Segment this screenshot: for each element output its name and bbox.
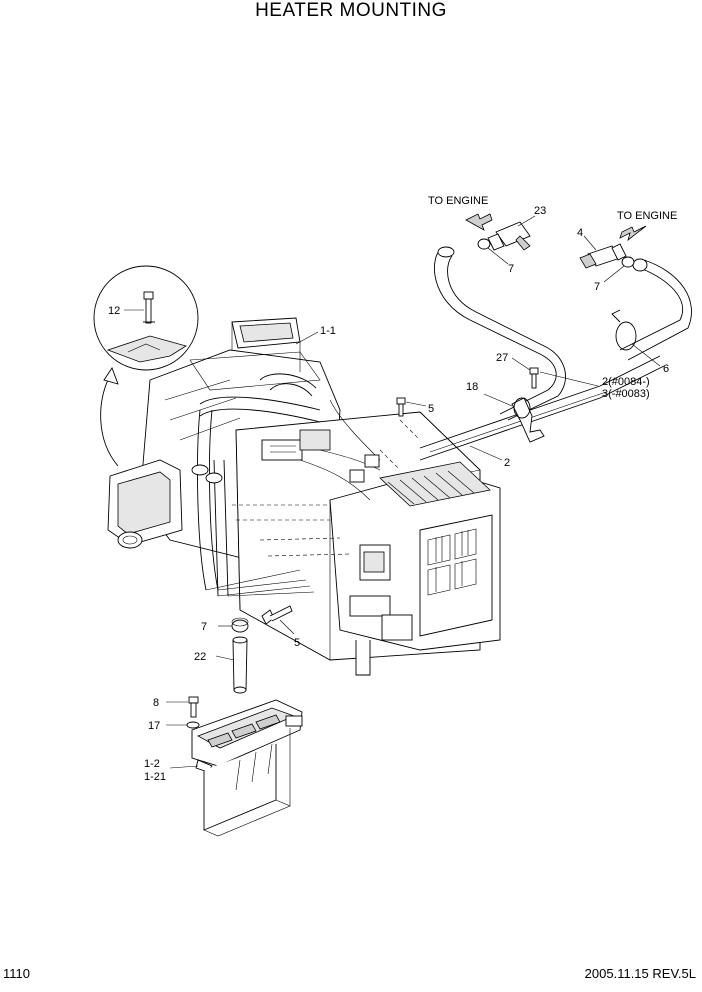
label-to-engine-right: TO ENGINE [617, 210, 677, 222]
label-5-upper: 5 [428, 403, 434, 415]
label-5-lower: 5 [294, 637, 300, 649]
revision-date: 2005.11.15 REV.5L [584, 966, 696, 981]
bolt-8 [188, 696, 199, 704]
label-12: 12 [108, 305, 120, 317]
bolt-12-shank [145, 298, 152, 324]
page-number: 1110 [3, 966, 30, 981]
bolt-5-upper [396, 397, 406, 405]
label-1-1: 1-1 [320, 325, 336, 337]
detail-bubble [93, 265, 199, 467]
label-2: 2 [504, 457, 510, 469]
label-7-lower: 7 [201, 621, 207, 633]
lower-parts [186, 605, 303, 837]
valve-module [261, 439, 303, 461]
nut-7-right [621, 256, 635, 268]
leader-lines [166, 215, 661, 769]
label-1-2: 1-2 [144, 758, 160, 770]
nut-7-left [477, 238, 491, 250]
vent-panel [419, 514, 493, 637]
blower-port [117, 531, 143, 549]
label-23: 23 [534, 205, 546, 217]
heater-hoses [197, 409, 219, 591]
core-grille [379, 461, 491, 507]
bolt-27 [529, 367, 539, 375]
to-engine-arrow-right [619, 225, 647, 242]
heater-unit [107, 317, 501, 676]
wiring-harness [299, 399, 381, 501]
label-2-0084: 2(#0084-) [602, 376, 650, 388]
bolt-12-head [143, 291, 154, 300]
drain-hose-22 [232, 639, 248, 691]
label-to-engine-left: TO ENGINE [428, 195, 488, 207]
label-7-left: 7 [508, 263, 514, 275]
label-8: 8 [153, 697, 159, 709]
clamp-6 [615, 321, 637, 351]
valve-23 [495, 221, 531, 247]
label-17: 17 [148, 720, 160, 732]
label-18: 18 [466, 381, 478, 393]
connector [355, 640, 371, 676]
valves [465, 213, 647, 269]
callout-labels: TO ENGINE TO ENGINE 23 7 4 7 12 1-1 27 6… [108, 195, 677, 783]
heater-pipes [396, 246, 692, 461]
detail-arrow [100, 371, 119, 467]
label-7-right: 7 [594, 281, 600, 293]
clamp-18 [511, 397, 545, 443]
label-1-21: 1-21 [144, 771, 166, 783]
to-engine-arrow-left [465, 213, 493, 231]
label-4: 4 [577, 227, 583, 239]
page-title: HEATER MOUNTING [255, 0, 447, 21]
label-22: 22 [194, 651, 206, 663]
label-3-0083: 3(-#0083) [602, 388, 650, 400]
control-box-body [203, 744, 277, 831]
label-27: 27 [496, 352, 508, 364]
washer-17 [186, 721, 200, 729]
label-6: 6 [663, 363, 669, 375]
